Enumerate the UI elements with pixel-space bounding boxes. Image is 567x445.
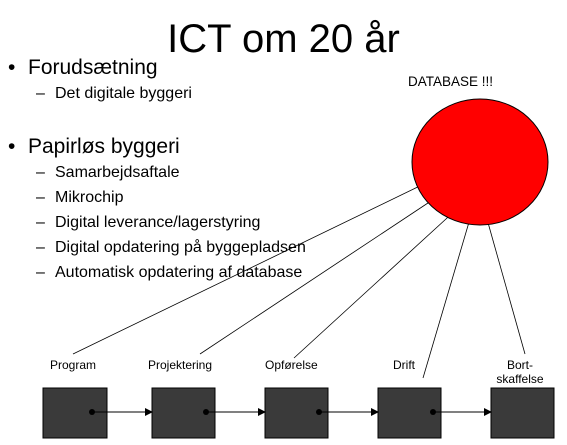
stage-label-program: Program bbox=[50, 358, 97, 372]
sub-bullet-glyph: – bbox=[36, 164, 45, 181]
connector-line-bortskaffelse bbox=[484, 211, 526, 355]
database-ellipse bbox=[411, 98, 549, 226]
stage-label-bortskaffelse: Bort- skaffelse bbox=[496, 358, 544, 386]
sub-bullet-item-label: Digital opdatering på byggepladsen bbox=[55, 239, 306, 256]
sub-bullet-item: –Mikrochip bbox=[36, 188, 123, 208]
connector-line-opforelse bbox=[293, 207, 459, 359]
stage-boxes bbox=[42, 387, 555, 439]
sub-bullet-item: –Det digitale byggeri bbox=[36, 84, 192, 104]
sub-bullet-item: –Samarbejdsaftale bbox=[36, 163, 180, 183]
sub-bullet-item-label: Mikrochip bbox=[55, 189, 124, 206]
sub-bullet-item: –Automatisk opdatering af database bbox=[36, 263, 302, 283]
bullet-item-1-label: Forudsætning bbox=[28, 56, 158, 79]
sub-bullet-glyph: – bbox=[36, 189, 45, 206]
sub-bullet-item: –Digital opdatering på byggepladsen bbox=[36, 238, 306, 258]
stage-label-drift: Drift bbox=[393, 358, 415, 372]
database-connectors bbox=[72, 181, 526, 379]
bullet-item-2: • Papirløs byggeri bbox=[8, 135, 180, 159]
stage-box-bortskaffelse bbox=[490, 387, 555, 439]
sub-bullet-item-label: Det digitale byggeri bbox=[55, 85, 192, 102]
database-label: DATABASE !!! bbox=[408, 74, 494, 89]
sub-bullet-item-label: Samarbejdsaftale bbox=[55, 164, 180, 181]
connector-line-program bbox=[72, 181, 429, 355]
bullet-glyph: • bbox=[8, 56, 16, 79]
sub-bullet-glyph: – bbox=[36, 264, 45, 281]
bullet-item-2-label: Papirløs byggeri bbox=[28, 135, 180, 158]
sub-bullet-item-label: Digital leverance/lagerstyring bbox=[55, 214, 261, 231]
sub-bullet-item: –Digital leverance/lagerstyring bbox=[36, 213, 260, 233]
stage-label-projektering: Projektering bbox=[148, 358, 213, 372]
slide-title: ICT om 20 år bbox=[167, 17, 400, 61]
sub-bullet-glyph: – bbox=[36, 214, 45, 231]
sub-bullet-glyph: – bbox=[36, 85, 45, 102]
bullet-glyph: • bbox=[8, 135, 16, 158]
stage-box-program bbox=[42, 387, 108, 439]
bullet-item-1: • Forudsætning bbox=[8, 56, 158, 80]
sub-bullet-item-label: Automatisk opdatering af database bbox=[55, 264, 303, 281]
connector-line-projektering bbox=[199, 194, 441, 355]
flow-arrows bbox=[89, 408, 492, 416]
connector-line-drift bbox=[422, 211, 473, 379]
stage-label-opforelse: Opførelse bbox=[265, 358, 318, 372]
sub-bullet-glyph: – bbox=[36, 239, 45, 256]
